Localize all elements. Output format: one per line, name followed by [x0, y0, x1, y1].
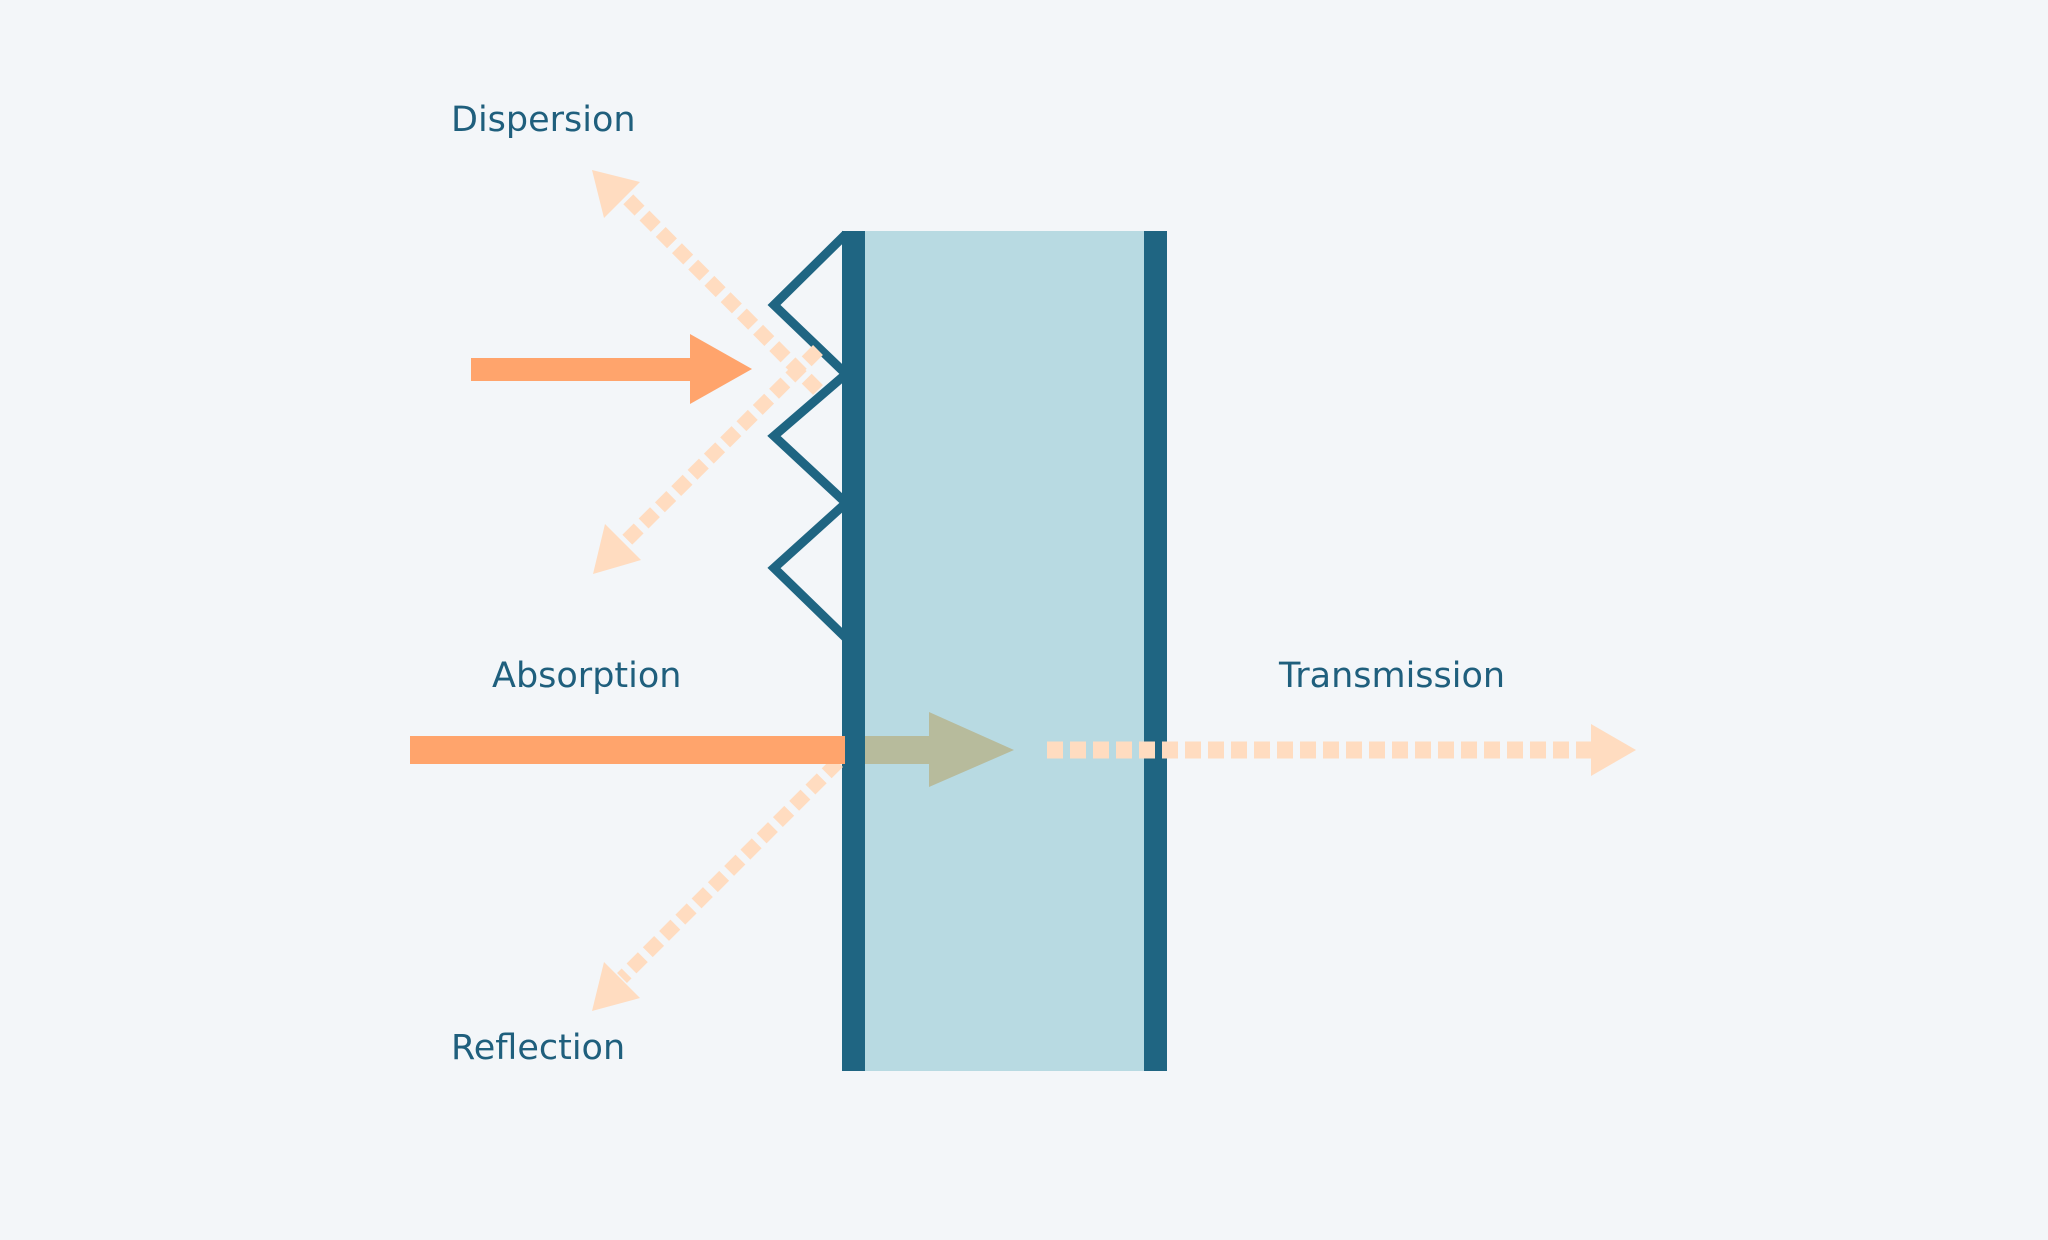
- material-panel: [854, 231, 1160, 1071]
- incident-ray-rough: [471, 334, 752, 404]
- rough-surface-zigzag: [767, 230, 853, 642]
- label-reflection: Reflection: [451, 1028, 625, 1068]
- label-absorption: Absorption: [492, 656, 681, 696]
- material-back-surface: [1144, 231, 1167, 1071]
- reflection-ray: [592, 757, 843, 1011]
- incident-ray-smooth: [410, 736, 845, 764]
- dispersion-up-ray: [592, 170, 823, 395]
- absorbed-ray: [865, 712, 1014, 787]
- dispersion-down-ray: [593, 345, 823, 574]
- transmission-ray: [1047, 724, 1636, 776]
- material-front-surface: [842, 231, 865, 1071]
- label-dispersion: Dispersion: [451, 100, 636, 140]
- label-transmission: Transmission: [1278, 656, 1505, 696]
